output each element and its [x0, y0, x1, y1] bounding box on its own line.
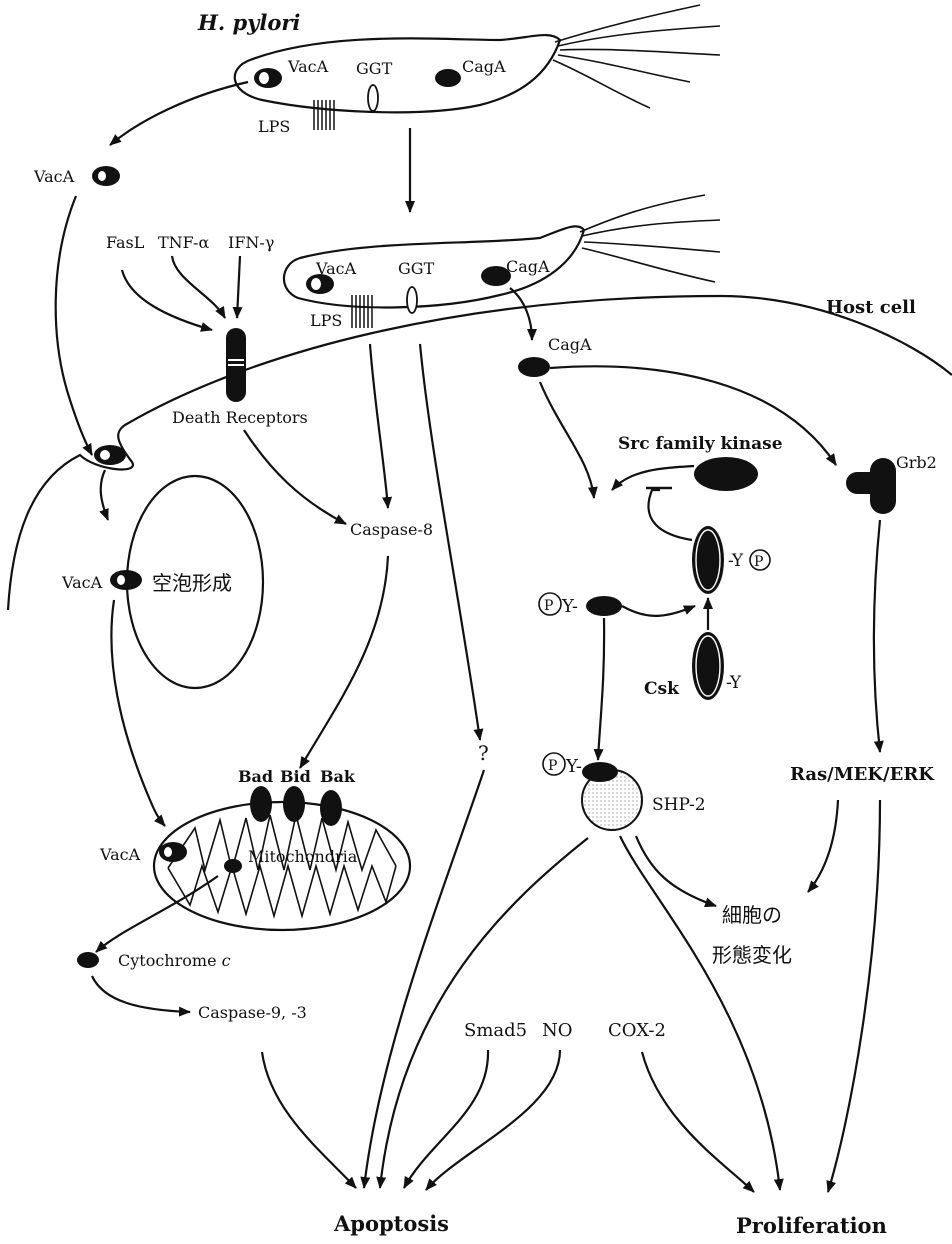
cytochrome-c-inside	[224, 859, 242, 873]
arrow-ras-proliferation	[828, 800, 880, 1192]
caga-host-toxin	[518, 357, 550, 377]
smad5-label: Smad5	[464, 1020, 527, 1041]
arrow-dr-caspase8	[244, 430, 346, 524]
vaca-mid-label: VacA	[315, 259, 357, 278]
caga-top-label: CagA	[462, 57, 506, 76]
svg-text:P: P	[544, 598, 553, 614]
arrow-casp-apoptosis	[262, 1052, 356, 1188]
cox2-label: COX-2	[608, 1020, 666, 1041]
src-inactive-shape	[692, 526, 724, 594]
arrow-shp2-morph	[636, 836, 716, 906]
caga-shp2-shape	[582, 762, 618, 782]
arrow-vaca-entry	[56, 196, 92, 455]
bid-label: Bid	[280, 767, 311, 786]
bak-label: Bak	[320, 767, 356, 786]
yp-src-label: -Y	[728, 551, 744, 571]
death-receptors-label: Death Receptors	[172, 408, 308, 427]
bak-shape	[320, 790, 342, 826]
src-kinase-shape	[694, 457, 758, 491]
shp2-label: SHP-2	[652, 795, 706, 815]
arrow-cox2-proliferation	[642, 1052, 754, 1192]
svg-text:P: P	[548, 758, 557, 774]
hp-title: H. pylori	[197, 10, 300, 35]
cytc-label: Cytochrome c	[118, 951, 231, 970]
bad-label: Bad	[238, 767, 273, 786]
arrow-caga-injection	[510, 288, 532, 340]
arrow-ifn	[237, 256, 240, 318]
arrow-caga-shp2	[598, 618, 604, 760]
arrow-caga-phospho	[540, 382, 594, 498]
mitochondria-label: Mitochondria	[248, 847, 358, 866]
arrow-lps-caspase8	[370, 344, 388, 508]
morph-label-2: 形態変化	[712, 943, 792, 967]
caspase93-label: Caspase-9, -3	[198, 1003, 307, 1022]
host-cell-membrane	[8, 296, 952, 610]
caga-host-label: CagA	[548, 335, 592, 354]
lps-mid-label: LPS	[310, 311, 342, 330]
py1-label: Y-	[561, 596, 578, 617]
proliferation-label: Proliferation	[736, 1213, 887, 1238]
vaca-mito-toxin	[159, 842, 187, 862]
vaca-left-label: VacA	[33, 167, 75, 186]
csk-label: Csk	[644, 679, 680, 699]
csk-y-label: -Y	[726, 673, 742, 693]
ggt-mid-label: GGT	[398, 259, 435, 278]
ggt-top-label: GGT	[356, 59, 393, 78]
arrow-ras-morph	[808, 800, 838, 892]
arrow-smad5-apoptosis	[404, 1050, 488, 1188]
host-cell-label: Host cell	[826, 297, 916, 318]
lps-strands-mid	[352, 295, 372, 328]
no-label: NO	[542, 1020, 573, 1041]
arrow-unknown-apoptosis	[364, 770, 484, 1188]
arrow-shp2-apoptosis	[380, 838, 588, 1188]
arrow-caga-csk	[622, 606, 695, 616]
arrow-src-caga	[612, 466, 694, 490]
csk-shape	[692, 632, 724, 700]
vaca-mito-label: VacA	[99, 845, 141, 864]
svg-text:P: P	[754, 554, 763, 570]
arrow-fasl	[122, 270, 212, 330]
arrow-grb2-ras	[874, 520, 880, 752]
arrow-ggt-unknown	[420, 344, 480, 740]
ifn-label: IFN-γ	[228, 233, 274, 252]
src-label: Src family kinase	[618, 434, 783, 454]
question-label: ?	[478, 741, 489, 765]
fasl-label: FasL	[106, 233, 145, 252]
grb2-label: Grb2	[896, 453, 937, 472]
arrow-vaca-mito	[111, 600, 165, 826]
bad-shape	[250, 786, 272, 822]
tnf-label: TNF-α	[158, 233, 209, 252]
arrow-caspase8-bcl2	[300, 556, 388, 768]
arrow-shp2-proliferation	[620, 836, 780, 1190]
arrow-no-apoptosis	[426, 1050, 560, 1190]
bid-shape	[283, 786, 305, 822]
py2-label: Y-	[565, 756, 582, 777]
vaca-vacuole-toxin	[110, 570, 142, 590]
ras-label: Ras/MEK/ERK	[790, 764, 935, 785]
caga-mid-label: CagA	[506, 257, 550, 276]
vaca-top-label: VacA	[287, 57, 329, 76]
lps-strands-top	[314, 100, 334, 130]
cytochrome-c-released	[77, 952, 99, 968]
caga-phospho-shape	[586, 596, 622, 616]
caspase8-label: Caspase-8	[350, 520, 433, 539]
morph-label-1: 細胞の	[722, 903, 782, 927]
lps-top-label: LPS	[258, 117, 290, 136]
arrow-tnf	[172, 256, 225, 318]
apoptosis-label: Apoptosis	[333, 1211, 449, 1236]
vacuole-label: 空泡形成	[152, 571, 232, 595]
inhibit-line	[648, 490, 692, 540]
arrow-vaca-internal	[101, 470, 108, 520]
arrow-vaca-secretion	[110, 82, 248, 145]
vaca-vacuole-label: VacA	[61, 573, 103, 592]
arrow-cytc-caspase	[92, 976, 190, 1012]
